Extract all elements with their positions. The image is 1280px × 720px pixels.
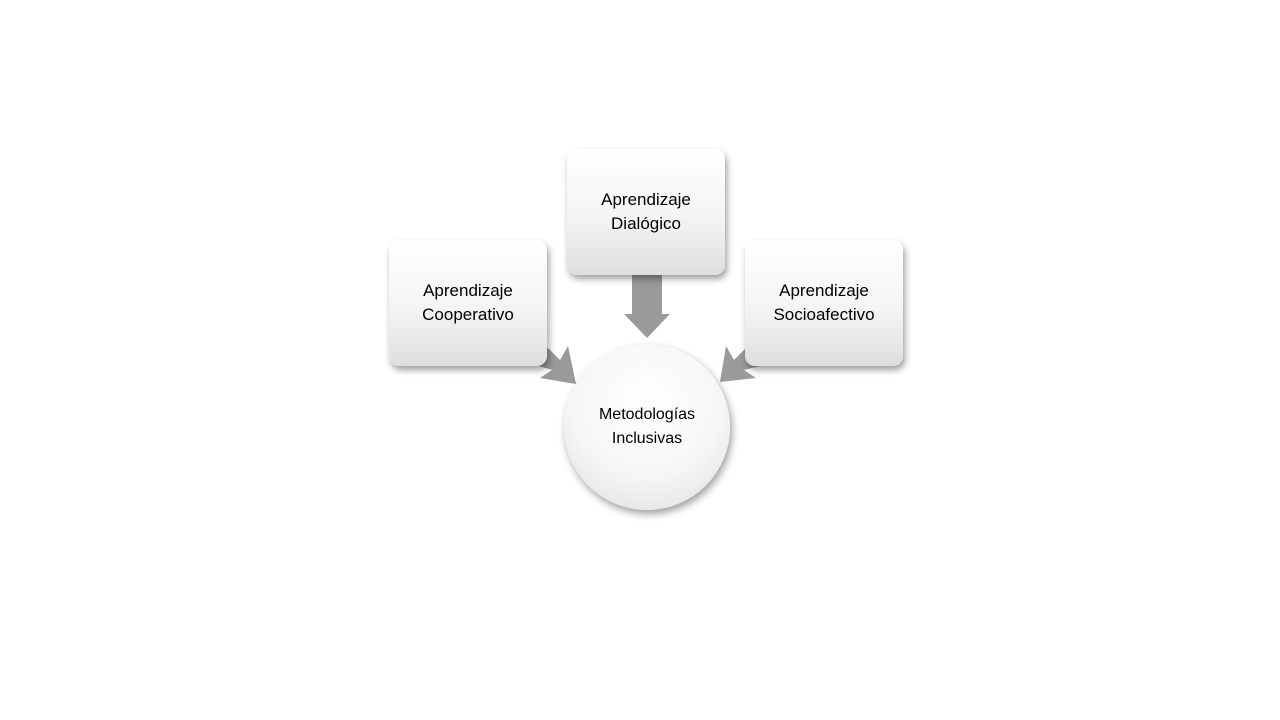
node-aprendizaje-cooperativo: Aprendizaje Cooperativo — [389, 240, 547, 366]
node-socioafectivo-line1: Aprendizaje — [779, 281, 869, 300]
node-dialogico-line2: Dialógico — [611, 214, 681, 233]
center-node-metodologias-inclusivas: Metodologías Inclusivas — [564, 344, 730, 510]
arrow-dialogico-to-center — [624, 274, 670, 338]
center-line2: Inclusivas — [611, 430, 683, 447]
center-line1: Metodologías — [598, 406, 696, 423]
node-cooperativo-line2: Cooperativo — [422, 305, 514, 324]
node-socioafectivo-line2: Socioafectivo — [773, 305, 875, 324]
node-aprendizaje-socioafectivo: Aprendizaje Socioafectivo — [745, 240, 903, 366]
node-aprendizaje-dialogico: Aprendizaje Dialógico — [567, 149, 725, 275]
node-dialogico-line1: Aprendizaje — [601, 190, 691, 209]
node-cooperativo-line1: Aprendizaje — [423, 281, 513, 300]
